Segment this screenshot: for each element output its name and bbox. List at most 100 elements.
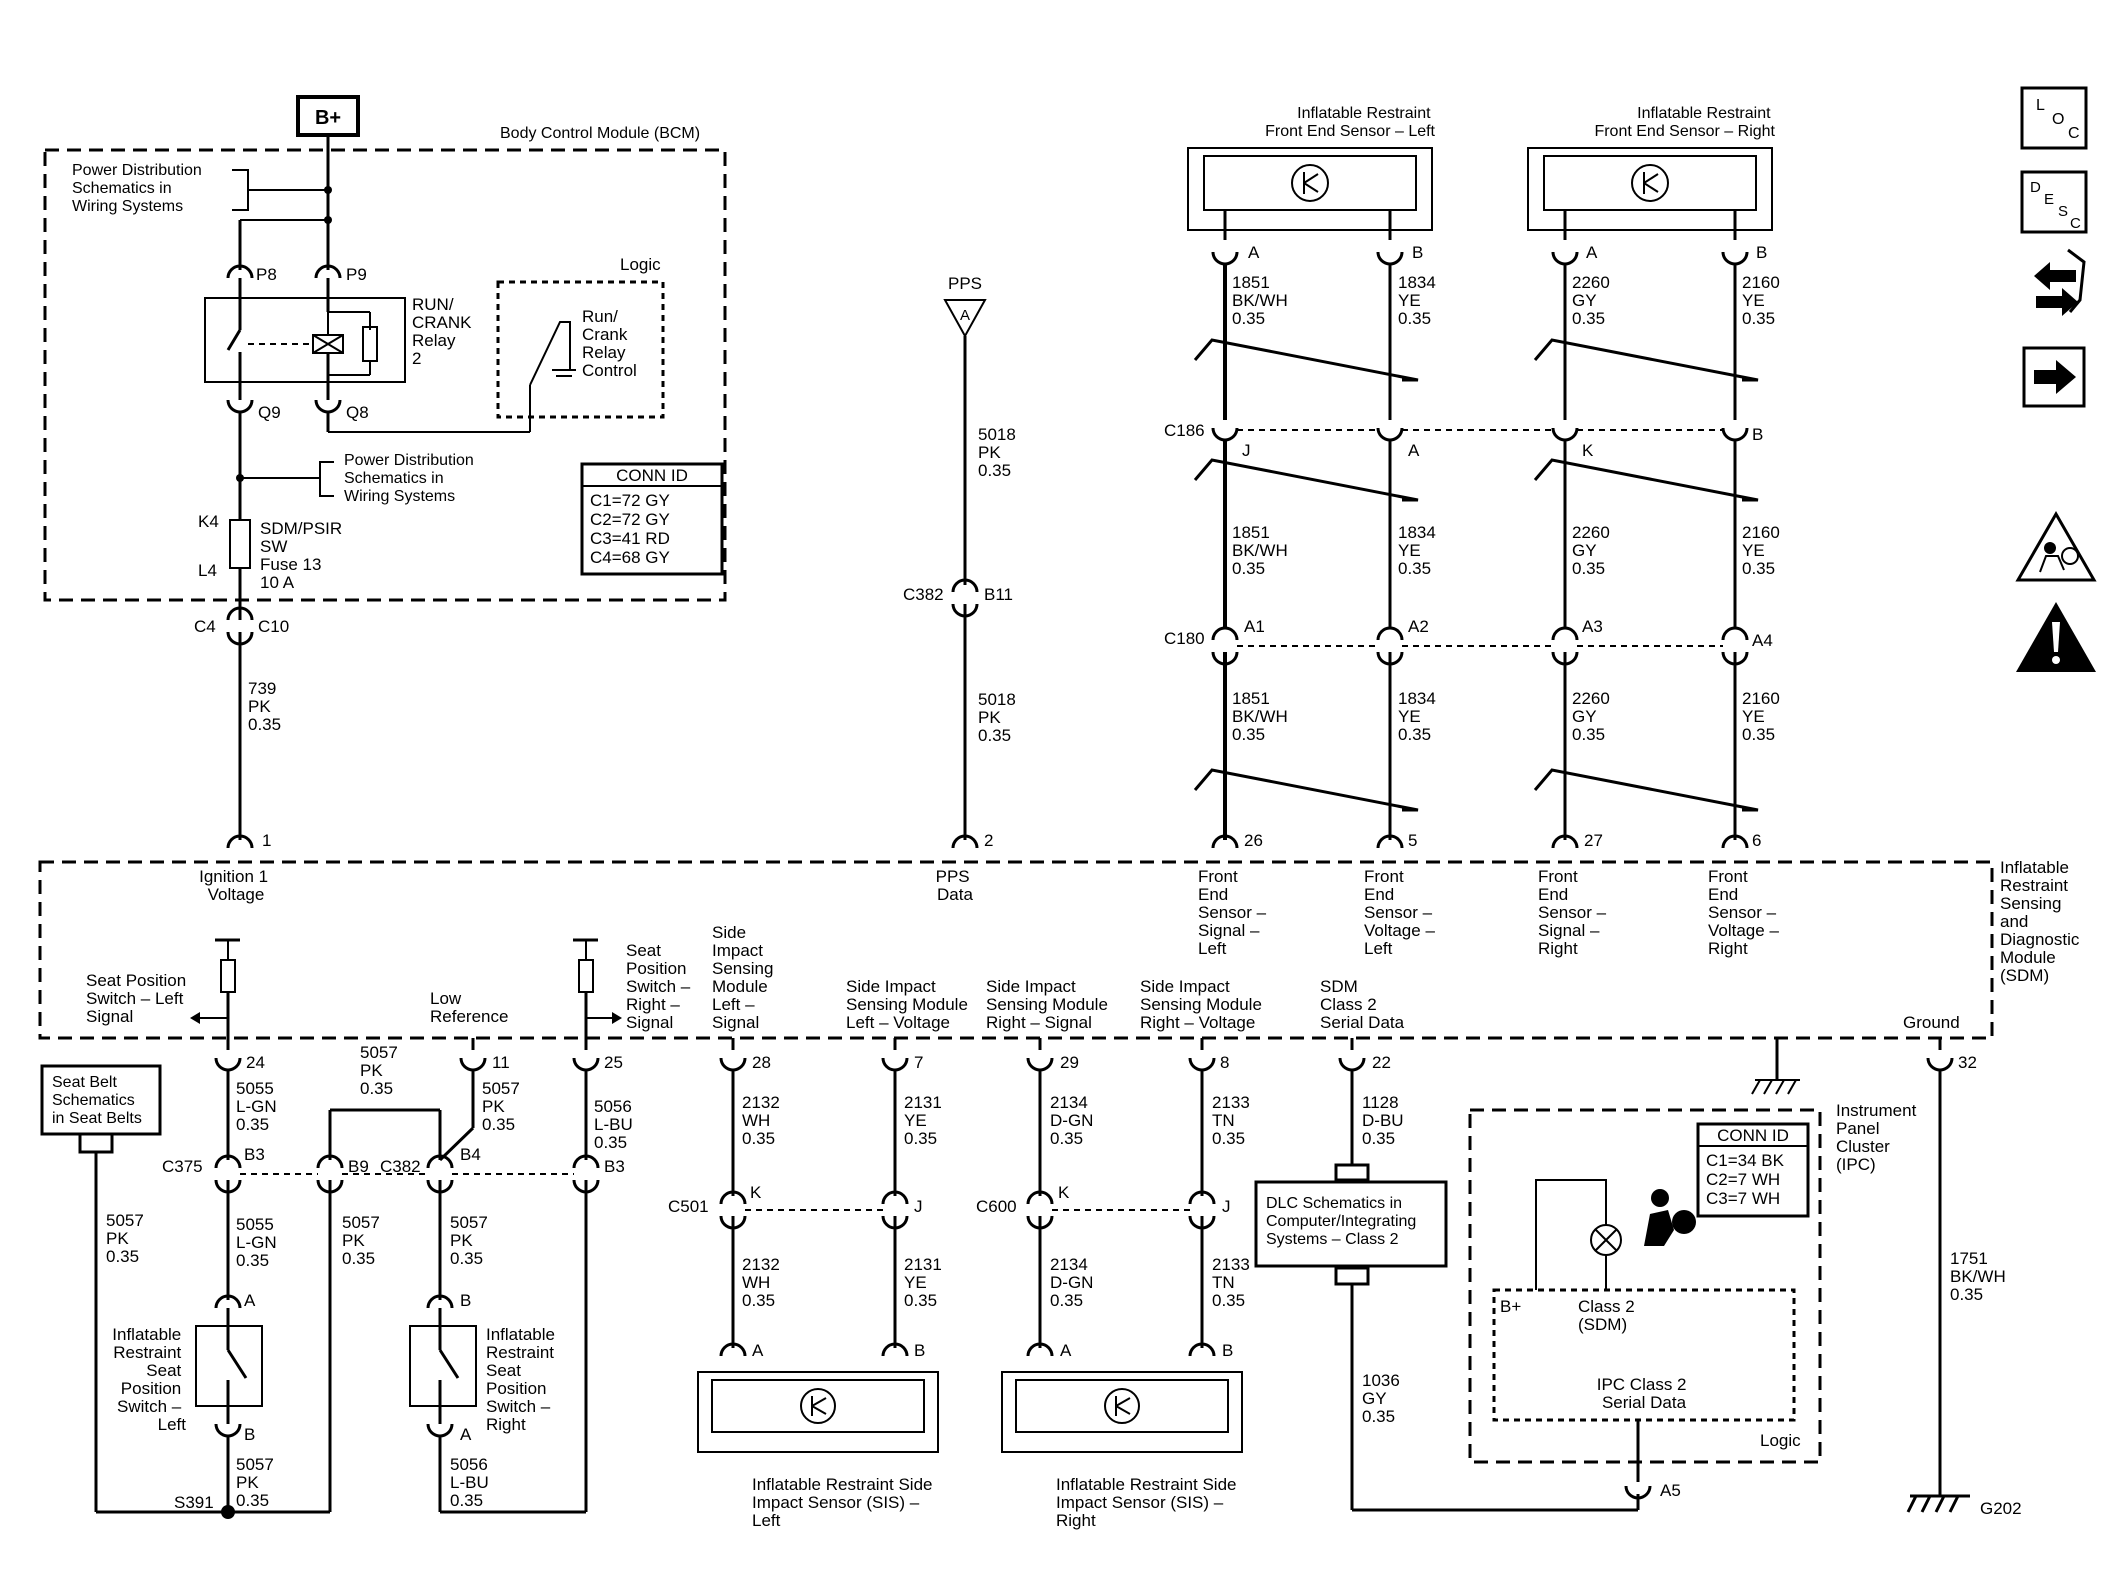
ground-g202-icon: [1906, 1494, 1970, 1513]
sdm-pin-7: 7: [914, 1053, 923, 1072]
location-icon[interactable]: L O C: [2020, 86, 2088, 150]
c600-pin-j: J: [1222, 1197, 1231, 1216]
run-crank-relay: [204, 297, 406, 383]
component-views-icon[interactable]: [2034, 248, 2086, 316]
sdm-pin1-label: Ignition 1 Voltage: [199, 867, 273, 904]
splice-s391: [221, 1505, 235, 1519]
description-icon[interactable]: D E S C: [2020, 170, 2088, 234]
fuse-label: SDM/PSIR SW Fuse 13 10 A: [260, 519, 347, 592]
front-sensor-left-housing: [1187, 147, 1433, 231]
sdm-pin-2: 2: [984, 831, 993, 850]
front-col2-pin: B: [1412, 243, 1423, 262]
wire-5057-left: 5057 PK 0.35: [106, 1211, 149, 1266]
wire-5056-top: 5056 L-BU 0.35: [594, 1097, 637, 1152]
seat-belt-label: Seat Belt Schematics in Seat Belts: [52, 1074, 142, 1127]
relay-control-label: Run/ Crank Relay Control: [582, 307, 637, 380]
side-icon-toolbar: L O C D E S C: [2015, 86, 2097, 672]
dlc-schematics-box: [1254, 1180, 1448, 1268]
side-left-signal-label: Side Impact Sensing Module Left – Signal: [712, 923, 778, 1032]
connector-c600: C600: [976, 1197, 1017, 1216]
side-left-voltage-label: Side Impact Sensing Module Left – Voltag…: [846, 977, 973, 1032]
sdm-title: Inflatable Restraint Sensing and Diagnos…: [2000, 858, 2084, 985]
pin-b4: B4: [460, 1145, 481, 1164]
bcm-boundary: [43, 148, 727, 602]
wire-5018-top: 5018 PK 0.35: [978, 425, 1021, 480]
connector-c382-seat: C382: [380, 1157, 421, 1176]
svg-text:E: E: [2044, 191, 2054, 208]
svg-text:D: D: [2030, 179, 2041, 196]
airbag-indicator-icon: [1644, 1189, 1696, 1246]
pin-b3-right: B3: [604, 1157, 625, 1176]
seat-switch-right: [409, 1325, 477, 1407]
ipc-pin-a5: A5: [1660, 1481, 1681, 1500]
front-col3-pin: A: [1586, 243, 1598, 262]
side-right-signal-label: Side Impact Sensing Module Right – Signa…: [986, 977, 1113, 1032]
front-col4-pin: B: [1756, 243, 1767, 262]
connector-c382-pps: C382: [903, 585, 944, 604]
connector-c186: C186: [1164, 421, 1205, 440]
splice-label: S391: [174, 1493, 214, 1512]
svg-text:C: C: [2068, 125, 2080, 142]
sdm-pin-11: 11: [492, 1053, 510, 1072]
sdm-pin-22: 22: [1372, 1053, 1391, 1072]
pps-label: PPS: [948, 274, 982, 293]
fuse-pin-k4: K4: [198, 512, 219, 531]
sis-right-icon: [1104, 1388, 1140, 1424]
fuse-pin-l4: L4: [198, 561, 217, 580]
front-col1-sdm-pin: 26: [1244, 831, 1263, 850]
front-col1-pin: A: [1248, 243, 1260, 262]
sdm-pin-32: 32: [1958, 1053, 1977, 1072]
sdm-ground-label: Ground: [1903, 1013, 1960, 1032]
ground-id: G202: [1980, 1499, 2022, 1518]
pin-p9: P9: [346, 265, 367, 284]
pin-q8: Q8: [346, 403, 369, 422]
next-page-icon[interactable]: [2022, 346, 2086, 408]
seat-right-signal-label: Seat Position Switch – Right – Signal: [626, 941, 695, 1032]
front-col4-c180-pin: A4: [1752, 631, 1773, 650]
battery-label: B+: [315, 107, 341, 129]
relay-label: RUN/ CRANK Relay 2: [412, 295, 476, 368]
pin-q9: Q9: [258, 403, 281, 422]
c600-pin-k: K: [1058, 1183, 1070, 1202]
svg-text:L: L: [2036, 97, 2045, 114]
right-switch-pin-b: B: [460, 1291, 471, 1310]
wire-5057-top: 5057 PK 0.35: [360, 1043, 403, 1098]
seat-left-signal-label: Seat Position Switch – Left Signal: [86, 971, 191, 1026]
wire-5057-mid: 5057 PK 0.35: [342, 1213, 385, 1268]
ipc-logic-box: [1492, 1288, 1796, 1422]
front-col3-c186-pin: K: [1582, 441, 1594, 460]
sis-left-icon: [800, 1388, 836, 1424]
c501-pin-k: K: [750, 1183, 762, 1202]
ipc-conn-id-box: [1696, 1122, 1810, 1218]
power-dist-label-2: Power Distribution Schematics in Wiring …: [344, 452, 478, 505]
svg-text:C: C: [2070, 215, 2081, 232]
power-dist-label: Power Distribution Schematics in Wiring …: [72, 162, 206, 215]
seat-switch-left-label: Inflatable Restraint Seat Position Switc…: [112, 1325, 186, 1434]
pin-b9: B9: [348, 1157, 369, 1176]
ipc-conn-id-rows: C1=34 BK C2=7 WH C3=7 WH: [1706, 1151, 1789, 1208]
front-col3-c180-pin: A3: [1582, 617, 1603, 636]
wire-5018-bottom: 5018 PK 0.35: [978, 690, 1021, 745]
bcm-section: B+ Body Control Module (BCM) Power Distr…: [43, 95, 727, 849]
wire-5057-bottom: 5057 PK 0.35: [236, 1455, 279, 1510]
ipc-bplus: B+: [1500, 1297, 1521, 1316]
